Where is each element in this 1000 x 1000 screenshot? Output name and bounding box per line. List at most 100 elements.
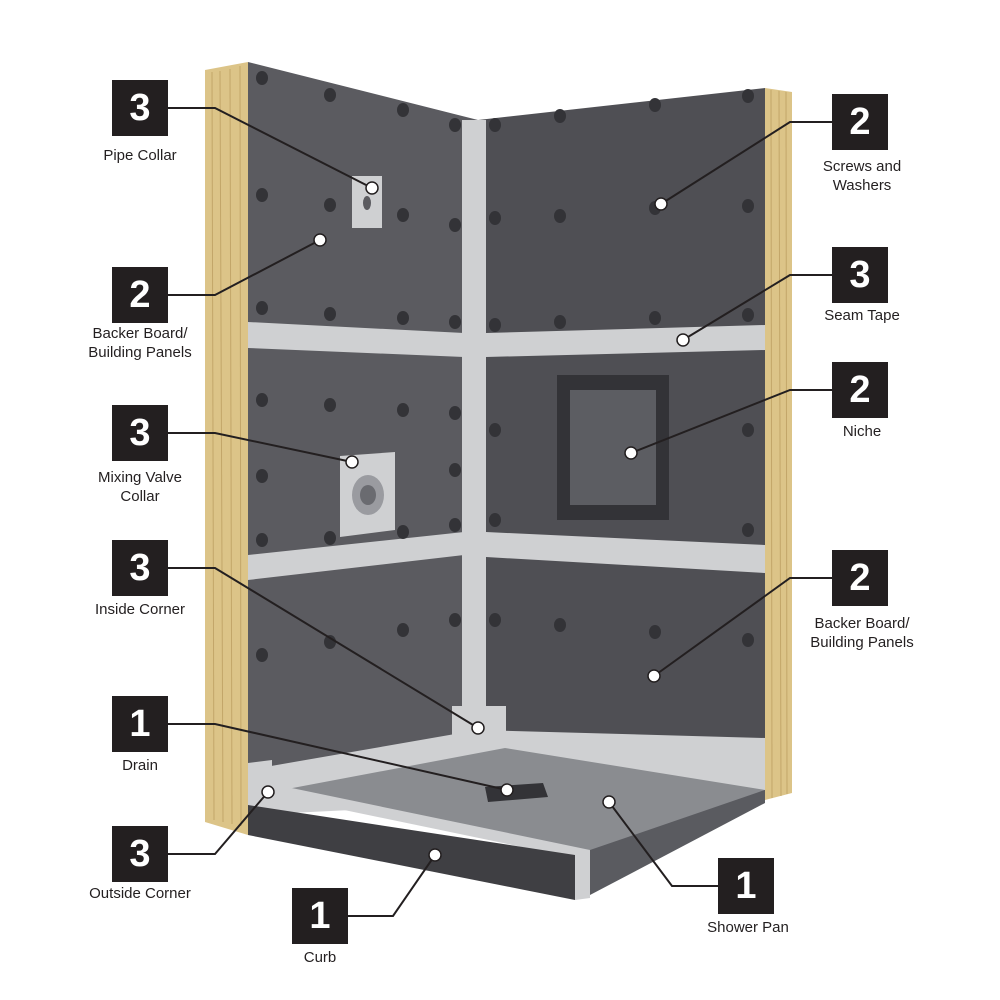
- backer-board-right-label-line: Backer Board/: [814, 615, 910, 632]
- niche-number-badge: 2: [832, 362, 888, 418]
- wood-grain-line: [770, 89, 773, 799]
- drain-label: Drain: [122, 756, 158, 775]
- inside-corner-label: Inside Corner: [95, 600, 185, 619]
- curb-front: [248, 805, 575, 900]
- screw-washer: [449, 118, 461, 132]
- pipe-collar-marker-dot: [365, 181, 379, 195]
- screw-washer: [256, 533, 268, 547]
- inside-corner-label-line: Inside Corner: [94, 601, 186, 618]
- seam-tape-label-line: Seam Tape: [824, 307, 900, 324]
- screw-washer: [489, 318, 501, 332]
- backer-board-left-label-line: Building Panels: [88, 344, 192, 361]
- screw-washer: [397, 103, 409, 117]
- drain-marker-dot: [500, 783, 514, 797]
- mixing-valve-collar-leader-line: [168, 432, 353, 463]
- outside-corner-number-badge: 3: [112, 826, 168, 882]
- outside-corner-label: Outside Corner: [89, 884, 191, 903]
- screw-washer: [742, 89, 754, 103]
- screw-washer: [256, 188, 268, 202]
- inside-corner-leader-line: [168, 567, 479, 729]
- screw-washer: [324, 531, 336, 545]
- shower-pan-label-line: Shower Pan: [707, 919, 789, 936]
- screws-and-washers-number-badge: 2: [832, 94, 888, 150]
- left-wall-board: [248, 62, 478, 812]
- mixing-valve-collar-number-badge: 3: [112, 405, 168, 461]
- inside-corner-marker-dot: [471, 721, 485, 735]
- screw-washer: [324, 198, 336, 212]
- pan-front-edge: [590, 790, 765, 895]
- screws-and-washers-label-line: Washers: [832, 177, 892, 194]
- backer-board-left-leader-line: [168, 239, 321, 296]
- outside-corner-leader-line: [168, 791, 269, 855]
- screw-washer: [324, 398, 336, 412]
- curb-leader-line: [348, 854, 436, 917]
- screw-washer: [554, 618, 566, 632]
- screw-washer: [489, 513, 501, 527]
- pipe-collar-leader-line: [168, 107, 373, 189]
- corner-seam-tape: [462, 120, 486, 715]
- shower-pan-label: Shower Pan: [707, 918, 789, 937]
- mixing-valve-collar-label-line: Collar: [120, 488, 160, 505]
- screw-washer: [489, 118, 501, 132]
- screw-washer: [742, 308, 754, 322]
- wood-grain-line: [239, 65, 242, 827]
- outside-corner-marker-dot: [261, 785, 275, 799]
- screw-washer: [256, 301, 268, 315]
- seam-tape-label: Seam Tape: [824, 306, 900, 325]
- screw-washer: [649, 98, 661, 112]
- screw-washer: [742, 523, 754, 537]
- screw-washer: [324, 635, 336, 649]
- curb-number-badge: 1: [292, 888, 348, 944]
- screw-washer: [256, 393, 268, 407]
- right-wood-stud: [765, 88, 792, 800]
- inside-corner-number-badge: 3: [112, 540, 168, 596]
- leader-lines: [168, 107, 832, 917]
- backer-board-right-label: Backer Board/Building Panels: [810, 614, 913, 652]
- screw-washer: [256, 648, 268, 662]
- curb-marker-dot: [428, 848, 442, 862]
- screw-washer: [449, 518, 461, 532]
- wood-grain: [211, 65, 788, 827]
- curb-label-line: Curb: [303, 949, 337, 966]
- backer-board-right-marker-dot: [647, 669, 661, 683]
- screw-washer: [742, 633, 754, 647]
- wood-grain-line: [219, 70, 224, 823]
- backer-board-left-label: Backer Board/Building Panels: [88, 324, 191, 362]
- shower-pan-number-badge: 1: [718, 858, 774, 914]
- wood-grain-line: [778, 90, 782, 797]
- screw-washer: [256, 469, 268, 483]
- seam-tape-number-badge: 3: [832, 247, 888, 303]
- backer-board-left-marker-dot: [313, 233, 327, 247]
- curb-label: Curb: [304, 948, 337, 967]
- screw-washer: [449, 315, 461, 329]
- screws-and-washers-label-line: Screws and: [822, 158, 902, 175]
- screw-washer: [489, 423, 501, 437]
- screws-and-washers-leader-line: [660, 121, 832, 205]
- drain-label-line: Drain: [122, 757, 158, 774]
- drain-leader-line: [168, 723, 508, 791]
- shower-pan-marker-dot: [602, 795, 616, 809]
- screws-and-washers-marker-dot: [654, 197, 668, 211]
- backer-board-right-label-line: Building Panels: [810, 634, 914, 651]
- screw-washer: [397, 525, 409, 539]
- screw-washer: [449, 406, 461, 420]
- pipe-opening: [363, 196, 371, 210]
- niche-leader-line: [630, 389, 832, 454]
- wood-grain-line: [229, 68, 233, 825]
- screw-washer: [449, 463, 461, 477]
- screw-washer: [324, 307, 336, 321]
- seam-tape-marker-dot: [676, 333, 690, 347]
- shower-pan-surface: [282, 748, 765, 855]
- wood-grain-line: [785, 91, 788, 795]
- screw-washer: [554, 109, 566, 123]
- backer-board-right-number-badge: 2: [832, 550, 888, 606]
- wood-grain-line: [211, 71, 215, 821]
- shower-pan-leader-line: [608, 801, 718, 887]
- backer-board-left-number-badge: 2: [112, 267, 168, 323]
- screw-washer: [489, 613, 501, 627]
- screw-dots: [256, 71, 754, 662]
- screw-washer: [449, 218, 461, 232]
